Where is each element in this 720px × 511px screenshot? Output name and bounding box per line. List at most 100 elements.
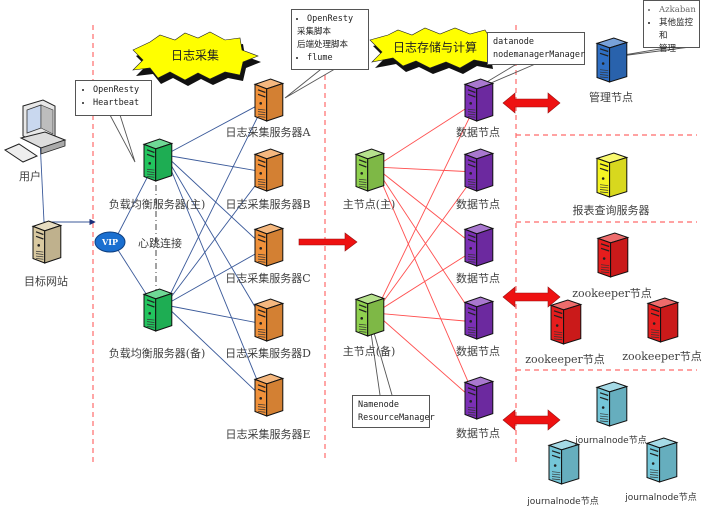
label-heartbeat: 心跳连接 (138, 237, 182, 250)
label-collector-d: 日志采集服务器D (225, 347, 311, 360)
label-collector-c: 日志采集服务器C (225, 272, 311, 285)
server-target-site[interactable] (31, 220, 63, 264)
red-arrows (298, 232, 358, 252)
server-master-primary[interactable] (354, 148, 386, 192)
server-management[interactable] (595, 37, 629, 83)
link-lb-primary-collector (164, 101, 265, 156)
server-report[interactable] (595, 152, 629, 198)
server-journalnode-3[interactable] (645, 437, 679, 483)
label-journalnode-1: journalnode节点 (575, 436, 647, 446)
label-zookeeper-1: zookeeper节点 (572, 287, 652, 300)
label-datanode-4: 数据节点 (456, 345, 500, 358)
link-master-backup-datanode (374, 103, 477, 314)
label-target-site: 目标网站 (24, 275, 68, 288)
label-collector-b: 日志采集服务器B (225, 198, 311, 211)
link-master-primary-datanode (374, 101, 477, 168)
label-collector-a: 日志采集服务器A (225, 126, 311, 139)
label-master-primary: 主节点(主) (342, 198, 396, 211)
label-management: 管理节点 (589, 91, 633, 104)
label-zookeeper-3: zookeeper节点 (622, 350, 702, 363)
callout-lb: OpenResty Heartbeat (75, 80, 152, 116)
red-connections (374, 101, 477, 403)
blue-connections (39, 101, 265, 400)
callout-collector-item: OpenResty (307, 13, 363, 26)
label-lb-primary: 负载均衡服务器(主) (108, 198, 206, 211)
label-datanode-3: 数据节点 (456, 272, 500, 285)
link-lb-primary-collector (164, 154, 265, 248)
link-master-backup-datanode (374, 248, 477, 314)
server-datanode-5[interactable] (463, 376, 495, 420)
callout-lb-item: Heartbeat (93, 97, 146, 110)
link-lb-backup-collector (164, 304, 265, 400)
callout-tails (109, 46, 691, 396)
server-lb-primary[interactable] (142, 138, 174, 182)
link-master-primary-datanode (374, 166, 477, 175)
server-collector-a[interactable] (253, 78, 285, 122)
link-lb-backup-collector (164, 173, 265, 306)
server-journalnode-1[interactable] (595, 381, 629, 427)
server-zookeeper-3[interactable] (646, 297, 680, 343)
label-master-backup: 主节点(备) (342, 345, 396, 358)
server-datanode-4[interactable] (463, 296, 495, 340)
link-lb-backup-collector (164, 304, 265, 327)
server-collector-c[interactable] (253, 223, 285, 267)
label-lb-backup: 负载均衡服务器(备) (108, 347, 206, 360)
link-master-primary-datanode (374, 166, 477, 321)
label-collector-e: 日志采集服务器E (225, 428, 311, 441)
callout-collector-item: 后端处理脚本 (297, 40, 349, 50)
servers (31, 37, 680, 485)
server-zookeeper-1[interactable] (596, 232, 630, 278)
computer-icon[interactable] (3, 99, 67, 163)
double-arrow-1 (502, 92, 561, 114)
link-vip-lb-backup (117, 249, 151, 301)
vip-ellipse[interactable] (94, 231, 126, 253)
callout-datanode-item: nodemanagerManager (493, 50, 586, 60)
link-lb-backup-collector (164, 103, 265, 306)
flow-arrow-right (298, 232, 358, 252)
callout-collector-item: 采集脚本 (297, 27, 332, 37)
double-arrow-2 (502, 286, 561, 308)
callout-master: Namenode ResourceManager (352, 395, 435, 428)
link-master-primary-datanode (374, 166, 477, 401)
server-zookeeper-2[interactable] (549, 299, 583, 345)
link-vip-lb-primary (117, 171, 151, 235)
banner-storage: 日志存储与计算 (392, 40, 478, 55)
label-user: 用户 (19, 170, 41, 183)
callout-management-item: 其他监控和 (659, 17, 694, 43)
link-lb-primary-collector (164, 154, 265, 398)
server-datanode-1[interactable] (463, 78, 495, 122)
callout-management: Azkaban 其他监控和 管理 (643, 0, 700, 54)
label-journalnode-2: journalnode节点 (527, 497, 599, 507)
server-datanode-3[interactable] (463, 223, 495, 267)
dividers (92, 25, 697, 462)
label-journalnode-3: journalnode节点 (625, 493, 697, 503)
callout-management-item: 管理 (659, 44, 677, 54)
server-journalnode-2[interactable] (547, 439, 581, 485)
burst-storage (369, 27, 503, 74)
label-datanode-5: 数据节点 (456, 427, 500, 440)
server-collector-b[interactable] (253, 148, 285, 192)
burst-collection (132, 31, 261, 86)
double-arrow-3 (502, 409, 561, 431)
vip-label: VIP (102, 237, 118, 247)
double-arrows (502, 92, 561, 431)
server-collector-d[interactable] (253, 298, 285, 342)
link-lb-primary-collector (164, 154, 265, 175)
link-master-primary-datanode (374, 166, 477, 248)
label-report-server: 报表查询服务器 (572, 204, 650, 217)
label-datanode-1: 数据节点 (456, 126, 500, 139)
server-collector-e[interactable] (253, 373, 285, 417)
callout-lb-item: OpenResty (93, 84, 146, 97)
callout-collector-item: flume (307, 52, 363, 65)
callout-master-item: ResourceManager (358, 413, 435, 423)
callout-collector: OpenResty 采集脚本 后端处理脚本 flume (291, 9, 369, 70)
server-datanode-2[interactable] (463, 148, 495, 192)
callout-datanode-item: datanode (493, 37, 534, 47)
label-datanode-2: 数据节点 (456, 198, 500, 211)
server-lb-backup[interactable] (142, 288, 174, 332)
banner-collection: 日志采集 (170, 48, 220, 63)
server-master-backup[interactable] (354, 293, 386, 337)
link-lb-primary-collector (164, 154, 265, 323)
